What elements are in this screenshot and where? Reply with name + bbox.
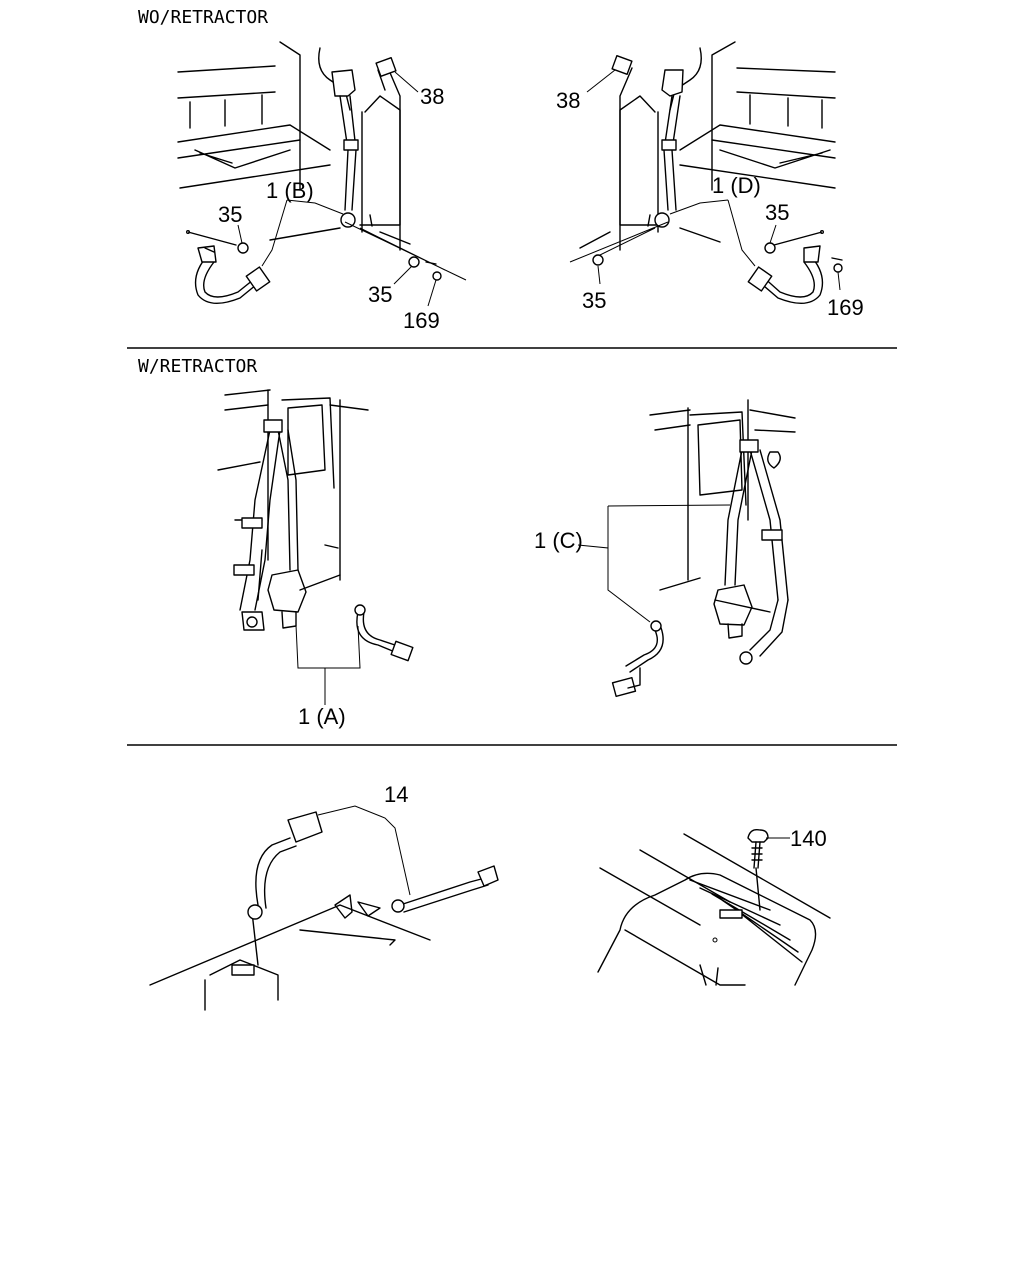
wo-retractor-right-belt-drawing: [579, 41, 843, 304]
wo-retractor-left-belt-drawing: [177, 41, 442, 304]
leader-1a-bracket: [295, 624, 361, 669]
callout-35-b: 35: [368, 282, 392, 307]
grommet-38-left: [375, 56, 397, 78]
leader-38-left: [394, 71, 419, 93]
w-retractor-right-belt-drawing: [611, 399, 796, 698]
callout-1d: 1 (D): [712, 173, 761, 198]
w-retractor-left-belt-drawing: [217, 389, 414, 662]
callout-140: 140: [790, 826, 827, 851]
callout-1a: 1 (A): [298, 704, 346, 729]
leader-169-right: [837, 271, 841, 291]
callout-35-c: 35: [765, 200, 789, 225]
callout-169-right: 169: [827, 295, 864, 320]
section-label-wo-retractor: WO/RETRACTOR: [138, 7, 268, 28]
callout-35-a: 35: [218, 202, 242, 227]
callout-35-d: 35: [582, 288, 606, 313]
callout-1c: 1 (C): [534, 528, 583, 553]
seat-cushion-bolt-drawing: [597, 828, 831, 986]
leader-169-left: [427, 279, 437, 307]
leader-38-right: [586, 69, 616, 93]
leader-14: [317, 805, 411, 896]
leader-fan-left: [344, 221, 467, 281]
leader-1b: [261, 199, 344, 267]
callout-169-left: 169: [403, 308, 440, 333]
leader-35-b: [393, 265, 413, 285]
grommet-38-right: [611, 54, 633, 76]
leader-1c: [577, 504, 731, 623]
center-buckle-belt-drawing: [149, 811, 499, 1011]
leader-35-d: [597, 265, 601, 285]
leader-35-c: [769, 224, 777, 244]
callout-38-left: 38: [420, 84, 444, 109]
callout-14: 14: [384, 782, 408, 807]
leader-1d: [669, 199, 756, 267]
callout-38-right: 38: [556, 88, 580, 113]
section-label-w-retractor: W/RETRACTOR: [138, 356, 257, 377]
callout-1b: 1 (B): [266, 178, 314, 203]
leader-fan-right: [569, 221, 669, 263]
leader-35-a: [237, 224, 243, 244]
